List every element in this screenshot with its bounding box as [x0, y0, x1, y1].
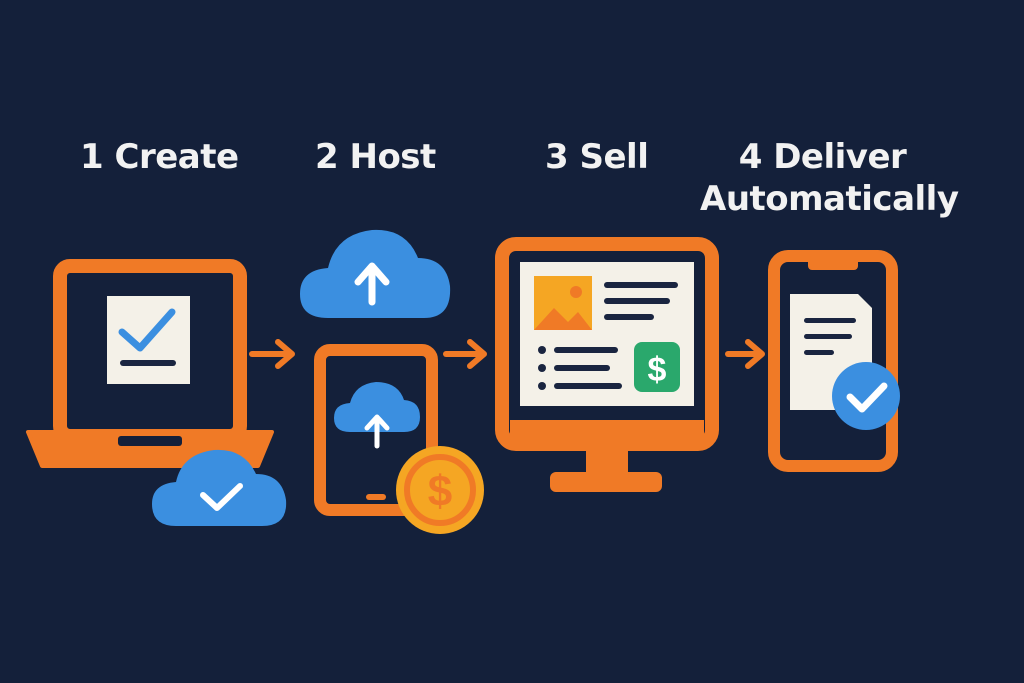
- image-placeholder-icon: [534, 276, 592, 330]
- step-4-label: 4 Deliver Automatically: [700, 136, 959, 220]
- svg-text:$: $: [428, 467, 452, 516]
- step-2-label: 2 Host: [315, 137, 436, 177]
- tablet-cloud-upload-icon: [334, 382, 420, 449]
- svg-text:$: $: [648, 351, 667, 389]
- tablet-icon: [314, 344, 438, 516]
- arrow-right-icon: [249, 339, 295, 369]
- price-tag-dollar-icon: $: [634, 342, 680, 392]
- arrow-right-icon: [443, 339, 487, 369]
- checklist-document-icon: [107, 296, 190, 384]
- monitor-icon: [495, 237, 719, 492]
- step-3-label: 3 Sell: [545, 137, 649, 177]
- step-1-label: 1 Create: [80, 137, 239, 177]
- dollar-coin-icon: $: [396, 446, 484, 534]
- step-4-label-line-1: 4 Deliver: [738, 137, 907, 177]
- cloud-check-icon: [152, 449, 287, 526]
- storefront-page-icon: $: [520, 262, 694, 406]
- smartphone-icon: [768, 250, 898, 472]
- cloud-upload-icon: [300, 229, 451, 318]
- step-4-label-line-2: Automatically: [700, 179, 959, 219]
- list-bullets-icon: [538, 346, 622, 390]
- check-circle-icon: [832, 362, 900, 430]
- arrow-right-icon: [725, 339, 765, 369]
